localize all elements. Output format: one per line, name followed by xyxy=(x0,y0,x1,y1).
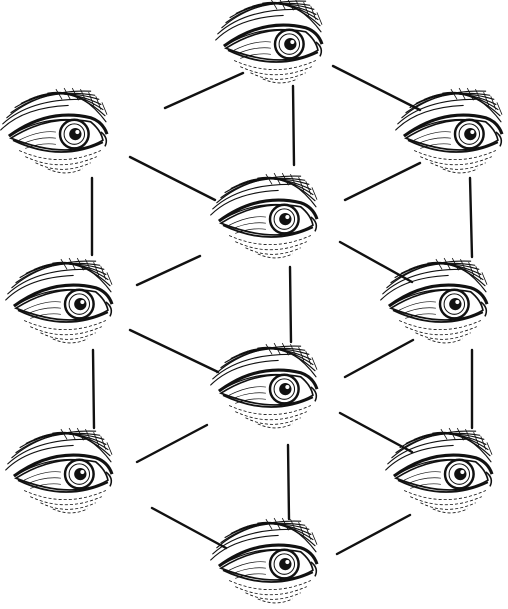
connection-line xyxy=(128,155,217,202)
eye-icon xyxy=(4,426,114,515)
connection-line xyxy=(331,64,422,112)
connection-line xyxy=(286,443,291,521)
eye-icon xyxy=(209,171,319,260)
eye-icon xyxy=(384,426,494,515)
connection-line xyxy=(343,338,415,379)
connection-line xyxy=(468,176,474,259)
connection-line xyxy=(163,71,245,110)
connection-line xyxy=(338,411,414,454)
connection-line xyxy=(135,423,209,464)
connection-line xyxy=(338,240,414,284)
connection-line xyxy=(128,328,220,374)
connection-lines xyxy=(90,64,474,556)
eye-icon xyxy=(379,256,489,345)
connection-line xyxy=(135,254,202,287)
eye-icon xyxy=(0,86,109,175)
connection-line xyxy=(335,513,412,556)
eye-icon xyxy=(4,256,114,345)
eye-icon xyxy=(214,0,324,85)
connection-line xyxy=(91,348,96,430)
eye-icon xyxy=(209,516,319,605)
connection-line xyxy=(288,265,293,344)
eye-icon xyxy=(209,341,319,430)
connection-line xyxy=(343,161,422,202)
eye-icon xyxy=(394,86,504,175)
connection-line xyxy=(150,506,228,550)
connection-line xyxy=(291,84,296,167)
